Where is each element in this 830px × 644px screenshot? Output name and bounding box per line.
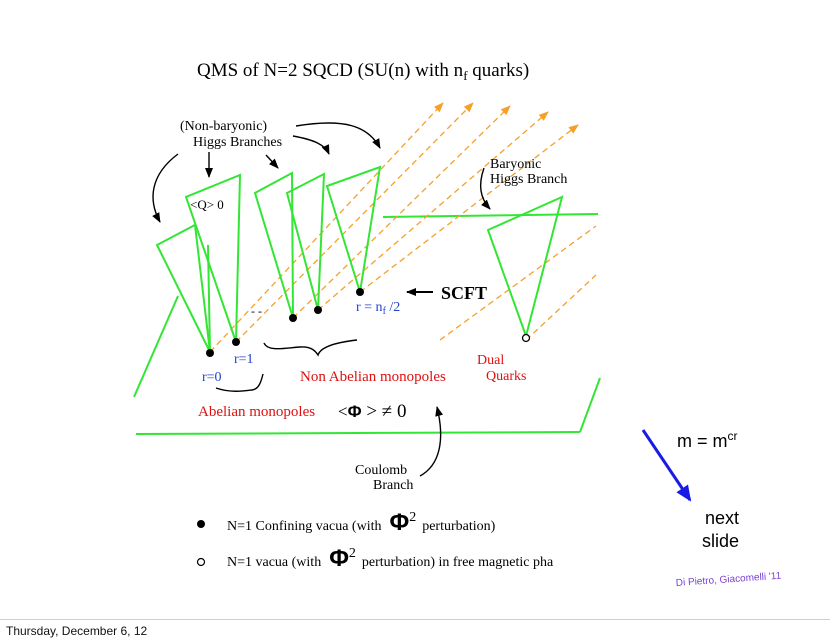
slide-title: QMS of N=2 SQCD (SU(n) with nf quarks) [197, 60, 529, 83]
non-abelian-monopoles-label: Non Abelian monopoles [300, 369, 446, 385]
r1-label: r=1 [234, 352, 254, 367]
q-vev-label: <Q> 0 [190, 197, 224, 212]
vacua-points [206, 288, 531, 357]
coulomb-branch-plane [133, 213, 601, 435]
scft-label: SCFT [441, 283, 487, 303]
ellipsis-label: - - [251, 304, 262, 318]
r0-label: r=0 [202, 370, 222, 385]
m-critical-label: m = mcr [677, 429, 738, 451]
footer-date: Thursday, December 6, 12 [6, 624, 148, 638]
coulomb-label-line1: Coulomb [355, 463, 407, 478]
higgs-branch-triangles [155, 165, 564, 353]
slide-label[interactable]: slide [702, 531, 739, 551]
braces [215, 339, 358, 392]
dual-quarks-label-line2: Quarks [486, 369, 526, 384]
next-label[interactable]: next [705, 508, 739, 528]
vacuum-point-r0 [206, 349, 214, 357]
legend-filled-marker [197, 520, 205, 528]
vacuum-point [289, 314, 297, 322]
abelian-monopoles-label: Abelian monopoles [198, 404, 315, 420]
vacuum-point [314, 306, 322, 314]
next-slide-arrow[interactable] [641, 429, 692, 502]
baryonic-label-line1: Baryonic [490, 157, 541, 172]
legend-open-marker [196, 557, 206, 567]
phi-vev-label: <Φ > ≠ 0 [338, 401, 406, 422]
credit-label: Di Pietro, Giacomelli '11 [675, 571, 782, 589]
nonbaryonic-label-line2: Higgs Branches [193, 135, 282, 150]
coulomb-label-line2: Branch [373, 478, 413, 493]
nonbaryonic-label-line1: (Non-baryonic) [180, 119, 267, 134]
dual-quarks-label-line1: Dual [477, 353, 504, 368]
r-nf-label: r = nf /2 [356, 300, 400, 317]
triangle-edge [207, 244, 211, 353]
dual-quark-vacuum-point [521, 333, 531, 343]
footer-divider [0, 619, 830, 620]
vacuum-point-scft [356, 288, 364, 296]
label-arrows [152, 122, 491, 477]
baryonic-label-line2: Higgs Branch [490, 172, 567, 187]
vacuum-point-r1 [232, 338, 240, 346]
